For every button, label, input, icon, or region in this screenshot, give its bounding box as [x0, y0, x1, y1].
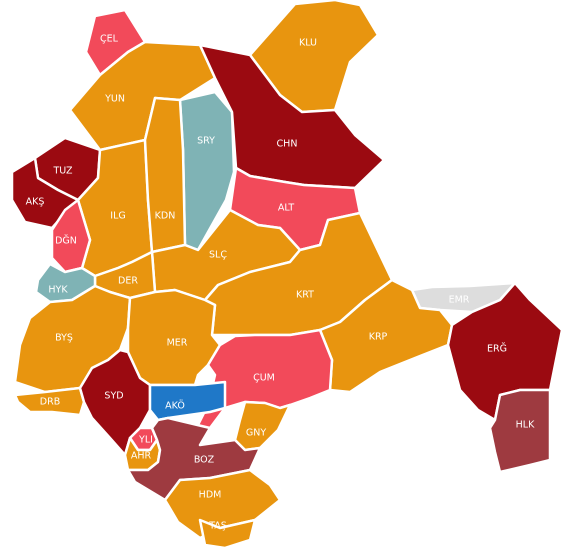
- region-gny[interactable]: [233, 400, 292, 452]
- region-ako[interactable]: [148, 380, 227, 422]
- region-tas[interactable]: [198, 518, 257, 550]
- region-drb[interactable]: [13, 386, 86, 417]
- region-hlk[interactable]: [488, 388, 552, 474]
- region-erg[interactable]: [446, 281, 563, 422]
- region-mer[interactable]: [126, 288, 222, 387]
- region-hyk[interactable]: [34, 262, 97, 304]
- region-kdn[interactable]: [143, 96, 187, 254]
- region-krp[interactable]: [318, 278, 454, 394]
